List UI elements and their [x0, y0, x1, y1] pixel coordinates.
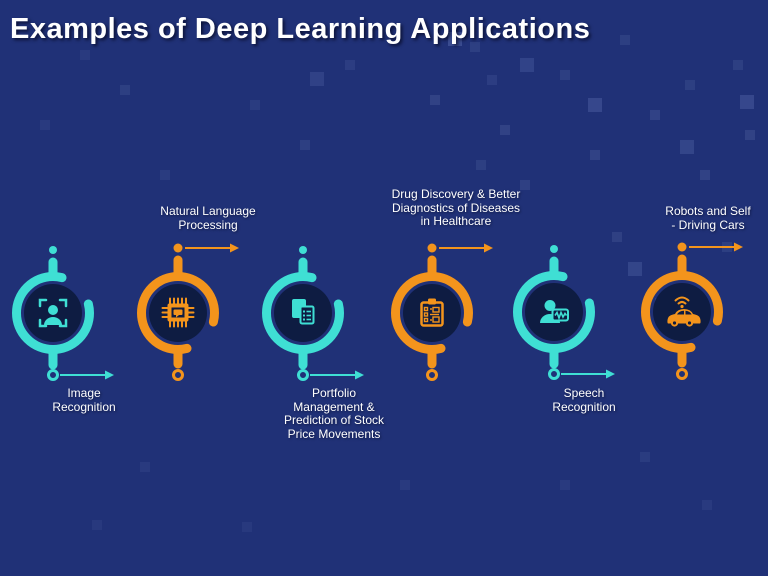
page-title: Examples of Deep Learning Applications [10, 13, 591, 45]
app-item-self-driving-cars [622, 182, 752, 442]
background-pixel-texture-dark [0, 0, 14, 14]
arrow-connector [47, 345, 114, 381]
connector-stem-top [549, 245, 559, 280]
item-label-self-driving-cars: Robots and Self - Driving Cars [665, 204, 751, 232]
connector-stem-bottom [676, 344, 688, 380]
item-label-portfolio-management: Portfolio Management & Prediction of Sto… [283, 386, 385, 441]
item-label-image-recognition: Image Recognition [52, 386, 116, 414]
item-label-speech-recognition: Speech Recognition [552, 386, 616, 414]
medical-clipboard-icon [420, 298, 444, 327]
app-item-image-recognition [0, 183, 123, 443]
connector-stem-bottom [426, 345, 438, 381]
connector-stem-top [48, 246, 58, 281]
documents-icon [292, 299, 315, 325]
app-item-natural-language-processing [118, 183, 248, 443]
image-recognition-icon [38, 298, 68, 328]
app-item-speech-recognition [494, 182, 624, 442]
arrow-connector [427, 243, 493, 281]
connector-stem-bottom [172, 345, 184, 381]
microchip-language-icon [161, 297, 195, 328]
arrow-connector [677, 242, 743, 280]
app-item-portfolio-management [243, 183, 373, 443]
arrow-connector [297, 345, 364, 381]
self-driving-car-icon [667, 296, 701, 327]
speech-recognition-icon [540, 300, 569, 323]
connector-stem-top [298, 246, 308, 281]
item-label-drug-discovery: Drug Discovery & Better Diagnostics of D… [391, 187, 521, 228]
arrow-connector [548, 344, 615, 380]
arrow-connector [173, 243, 239, 281]
item-label-natural-language-processing: Natural Language Processing [160, 204, 256, 232]
app-item-drug-discovery [372, 183, 502, 443]
